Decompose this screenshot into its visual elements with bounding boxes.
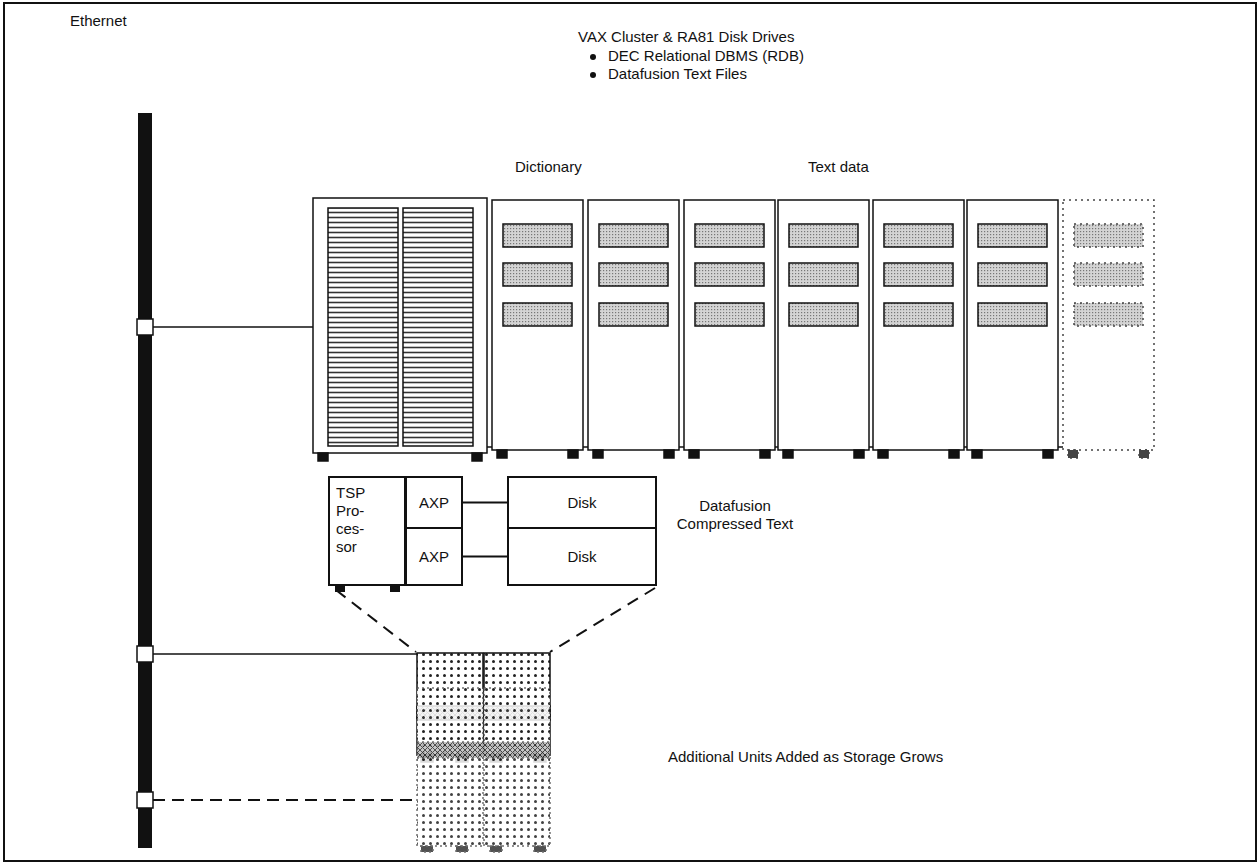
drive-bay [1074,263,1143,286]
foot [949,450,959,458]
foot [854,450,864,458]
disk-box: Disk [507,476,657,529]
foot [878,450,888,458]
disk-cabinet [873,200,964,458]
connector [463,502,507,504]
foot [1068,450,1078,458]
connector [463,556,507,558]
bus-cable [583,446,588,448]
node-label: AXP [419,494,449,512]
disk-cabinet [684,200,775,458]
disk-cabinet [1063,200,1154,458]
note-label: Additional Units Added as Storage Grows [668,748,943,766]
bus-cable [679,446,684,448]
disk-cabinet [778,200,869,458]
foot [568,450,578,458]
drive-bay [695,224,764,247]
disk-box: Disk [507,527,657,586]
group-label: Text data [808,158,869,176]
drive-bay [695,263,764,286]
processor-box: TSP Pro- ces- sor [328,476,406,586]
note-label: Datafusion Compressed Text [670,497,800,533]
drive-bay [978,224,1047,247]
disk-cabinet [588,200,679,458]
disk-cabinet [492,200,583,458]
drive-bay [884,224,953,247]
disk-cabinet [967,200,1058,458]
cabinet-body [492,200,583,450]
drive-bay [599,303,668,326]
bus-cable [964,446,967,448]
node-label: TSP Pro- ces- sor [336,484,378,556]
cabinet-body [1063,200,1154,450]
drive-bay [503,303,572,326]
expansion-lines [336,588,655,652]
foot [335,585,345,592]
drive-bay [599,224,668,247]
cabinet-body [778,200,869,450]
drive-bay [1074,224,1143,247]
heading-label: VAX Cluster & RA81 Disk Drives [578,28,794,46]
drive-bay [1074,303,1143,326]
drive-bay [884,263,953,286]
drive-bay [789,224,858,247]
cabinet-body [967,200,1058,450]
drive-bay [978,303,1047,326]
future-cabinet [417,688,550,852]
foot [689,450,699,458]
foot [760,450,770,458]
bullets [590,54,596,78]
foot [497,450,507,458]
drive-bay [599,263,668,286]
foot [783,450,793,458]
foot [1139,450,1149,458]
drive-bay [884,303,953,326]
drive-bay [789,263,858,286]
bus-cable [1058,446,1063,448]
foot [390,585,400,592]
node-label: Disk [567,494,596,512]
drive-bay [695,303,764,326]
node-label: Disk [567,548,596,566]
drive-bay [789,303,858,326]
cabinet-body [588,200,679,450]
group-label: Dictionary [515,158,582,176]
bus-cable [775,446,778,448]
bus-cable [869,446,873,448]
drive-bay [978,263,1047,286]
frame [4,3,1256,861]
foot [1043,450,1053,458]
ethernet-bus [138,113,152,848]
bullet-text: Datafusion Text Files [608,65,747,83]
drive-bay [503,224,572,247]
disk-drives [487,200,1154,458]
axp-box: AXP [405,476,463,529]
vax-cabinet [313,198,487,461]
foot [664,450,674,458]
node-label: AXP [419,548,449,566]
axp-box: AXP [405,527,463,586]
bus-cable [487,446,492,448]
foot [972,450,982,458]
bullet-text: DEC Relational DBMS (RDB) [608,47,804,65]
drive-bay [503,263,572,286]
foot [593,450,603,458]
cabinet-body [873,200,964,450]
bus-name: Ethernet [70,12,127,30]
cabinet-body [684,200,775,450]
